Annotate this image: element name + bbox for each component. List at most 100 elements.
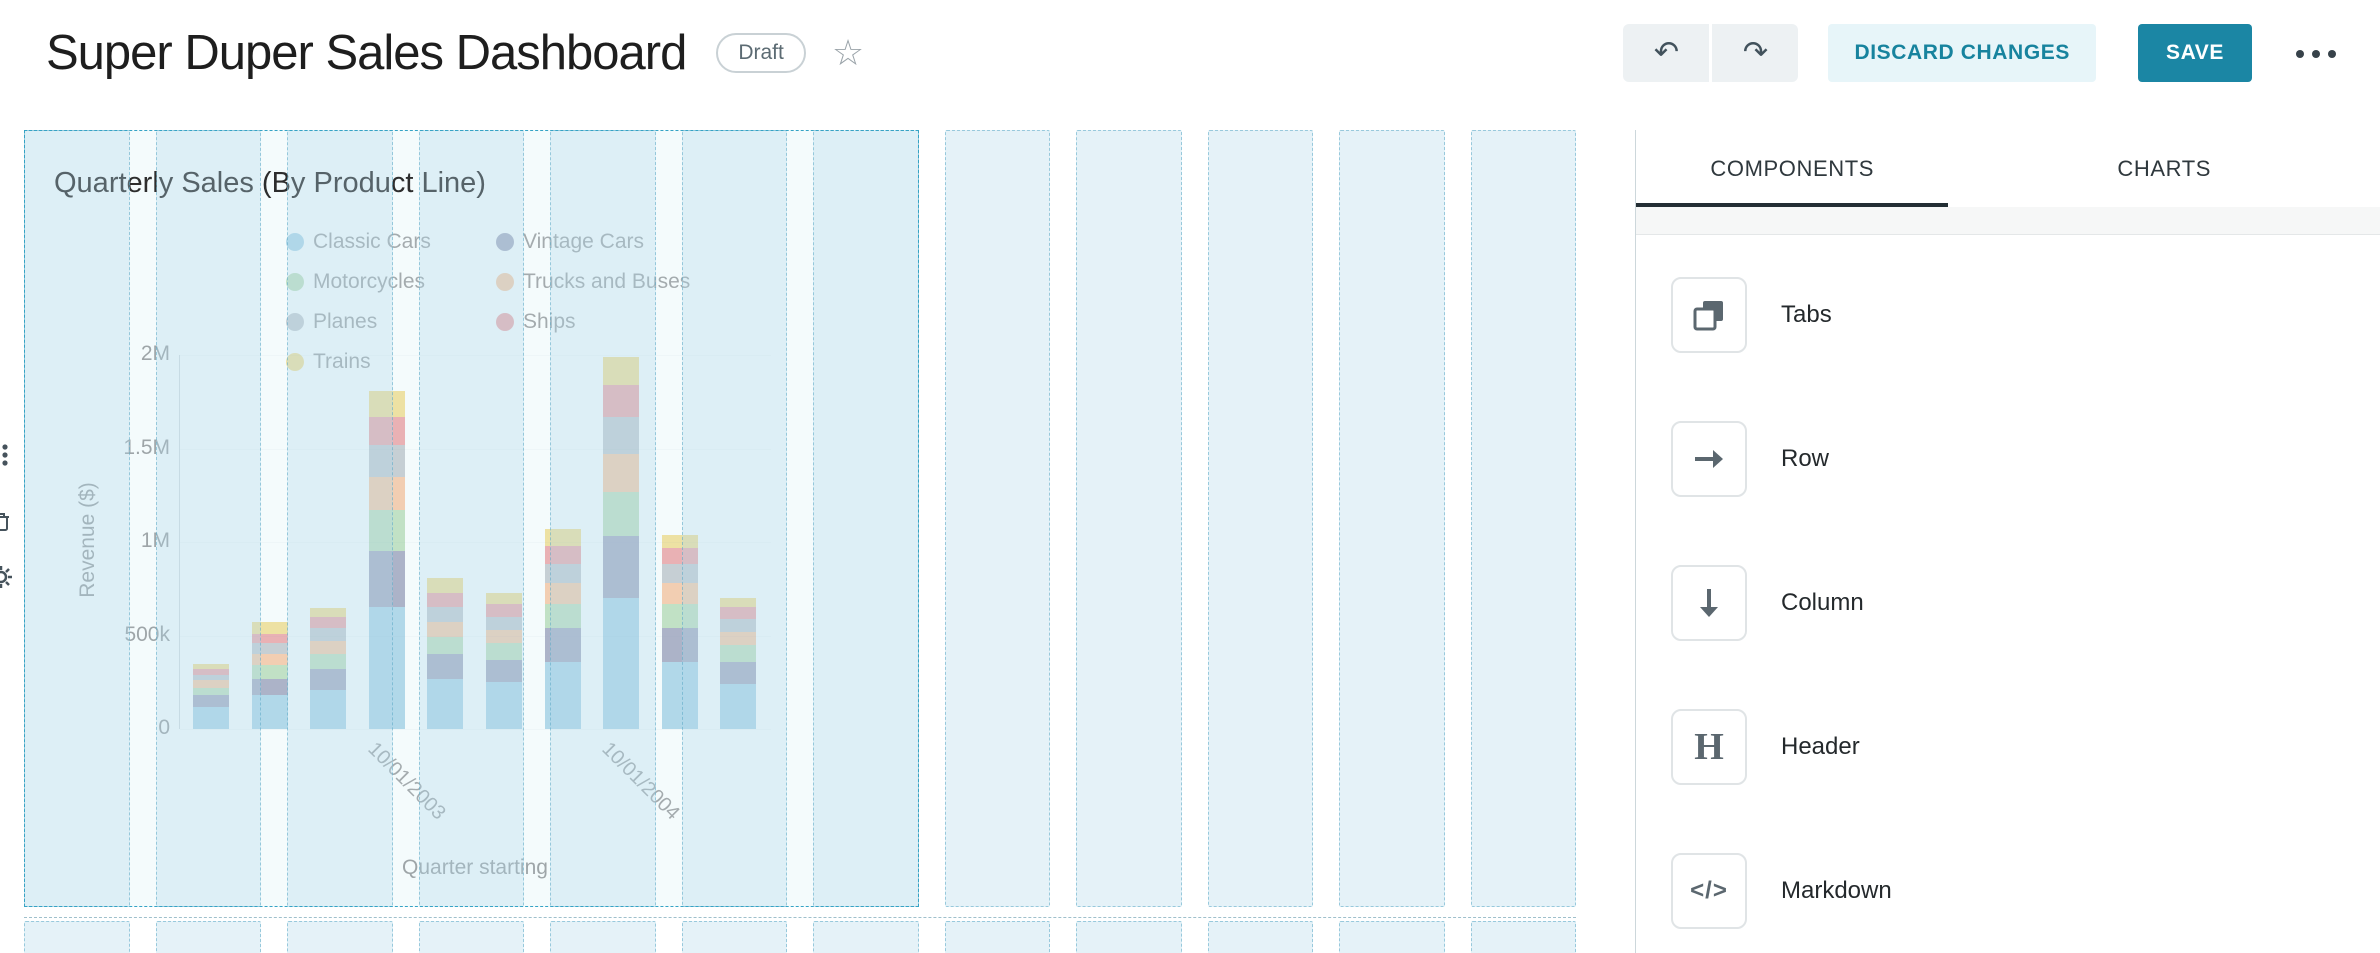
y-tick-label: 1M: [140, 529, 170, 552]
bar-segment: [193, 674, 229, 681]
bar-segment: [310, 641, 347, 655]
undo-redo-group: ↶ ↷: [1623, 24, 1799, 82]
bar-segment: [486, 682, 522, 729]
chart-title: Quarterly Sales (By Product Line): [54, 167, 486, 199]
redo-button[interactable]: ↷: [1712, 24, 1798, 82]
legend-item: Trains: [286, 342, 496, 382]
y-axis-line: [179, 355, 180, 729]
delete-card-button[interactable]: [0, 508, 14, 537]
bar-plot-area: [179, 355, 771, 729]
legend-label: Motorcycles: [313, 270, 426, 293]
header-bar: Super Duper Sales Dashboard Draft ☆ ↶ ↷ …: [0, 0, 2380, 106]
edit-card-button[interactable]: [0, 564, 14, 593]
bar-segment: [661, 603, 698, 629]
header-icon: H: [1694, 726, 1724, 768]
component-label: Column: [1781, 589, 1864, 616]
legend-label: Trucks and Buses: [523, 270, 691, 293]
bar-segment: [486, 659, 522, 683]
component-label: Markdown: [1781, 877, 1892, 904]
component-item-markdown[interactable]: </> Markdown: [1636, 819, 2380, 953]
gridline: [180, 449, 771, 450]
grid-column-guide: [813, 921, 919, 953]
bar-segment: [661, 661, 698, 729]
gear-icon: [0, 566, 12, 588]
bar-segment: [310, 607, 347, 617]
grid-column-guide: [1076, 130, 1182, 907]
tab-components[interactable]: COMPONENTS: [1636, 130, 1948, 207]
grid-column-guide: [1339, 921, 1445, 953]
grid-column-guide: [24, 921, 130, 953]
legend-dot: [496, 273, 514, 291]
sidebar-subheader-band: [1636, 207, 2380, 235]
bar-segment: [720, 598, 757, 608]
bar-segment: [368, 607, 405, 729]
bar-segment: [661, 547, 698, 565]
bar-stack: [368, 390, 405, 729]
component-item-header[interactable]: H Header: [1636, 675, 2380, 819]
legend-label: Ships: [523, 310, 576, 333]
bar-segment: [427, 607, 464, 623]
grid-column-guide: [681, 921, 787, 953]
bar-stack: [661, 534, 698, 729]
bar-segment: [486, 629, 522, 643]
bar-stack: [720, 598, 757, 729]
bar-segment: [544, 564, 581, 584]
bar-segment: [310, 616, 347, 629]
legend-dot: [286, 353, 304, 371]
bar-segment: [193, 687, 229, 696]
bar-segment: [544, 603, 581, 629]
bar-segment: [720, 618, 757, 632]
bar-segment: [310, 628, 347, 642]
bar-segment: [427, 637, 464, 655]
x-tick-label: 10/01/2004: [597, 738, 684, 825]
legend-item: Ships: [496, 302, 706, 342]
bar-segment: [310, 669, 347, 690]
sidebar-tabs: COMPONENTS CHARTS: [1636, 130, 2380, 207]
grid-column-guide: [287, 921, 393, 953]
bar-segment: [251, 678, 288, 696]
bar-segment: [251, 665, 288, 679]
tab-charts[interactable]: CHARTS: [1948, 130, 2380, 207]
undo-icon: ↶: [1653, 35, 1680, 70]
bar-segment: [603, 536, 640, 599]
row-divider: [24, 917, 1576, 918]
component-label: Header: [1781, 733, 1860, 760]
grid-column-guide: [155, 921, 261, 953]
y-tick-label: 1.5M: [123, 435, 170, 459]
bar-segment: [310, 654, 347, 670]
bar-segment: [661, 628, 698, 662]
chart-card[interactable]: Quarterly Sales (By Product Line) Classi…: [24, 130, 919, 907]
bar-segment: [544, 545, 581, 565]
drag-handle[interactable]: [0, 442, 14, 471]
undo-button[interactable]: ↶: [1623, 24, 1709, 82]
favorite-star-button[interactable]: ☆: [832, 35, 864, 71]
more-options-button[interactable]: [2292, 46, 2340, 61]
bar-segment: [193, 695, 229, 707]
y-tick-label: 0: [158, 716, 170, 739]
bar-stack: [427, 577, 464, 729]
bar-segment: [603, 454, 640, 492]
bar-segment: [720, 684, 757, 729]
bar-segment: [720, 644, 757, 662]
bar-segment: [486, 592, 522, 604]
bar-segment: [251, 643, 288, 655]
discard-changes-button[interactable]: DISCARD CHANGES: [1828, 24, 2096, 82]
bar-segment: [427, 577, 464, 593]
component-item-tabs[interactable]: Tabs: [1636, 243, 2380, 387]
bar-segment: [193, 663, 229, 670]
bar-segment: [368, 510, 405, 552]
legend-item: Motorcycles: [286, 262, 496, 302]
grid-column-guide: [1339, 130, 1445, 907]
save-button[interactable]: SAVE: [2137, 24, 2252, 82]
bar-segment: [720, 631, 757, 645]
active-tab-indicator: [1636, 203, 1949, 207]
grid-column-guide: [550, 921, 656, 953]
bar-stack: [486, 592, 522, 729]
trash-icon: [0, 513, 9, 531]
bar-segment: [661, 564, 698, 584]
gridline: [180, 636, 771, 637]
component-item-row[interactable]: Row: [1636, 387, 2380, 531]
component-item-column[interactable]: Column: [1636, 531, 2380, 675]
bar-segment: [544, 583, 581, 604]
bar-segment: [193, 680, 229, 688]
